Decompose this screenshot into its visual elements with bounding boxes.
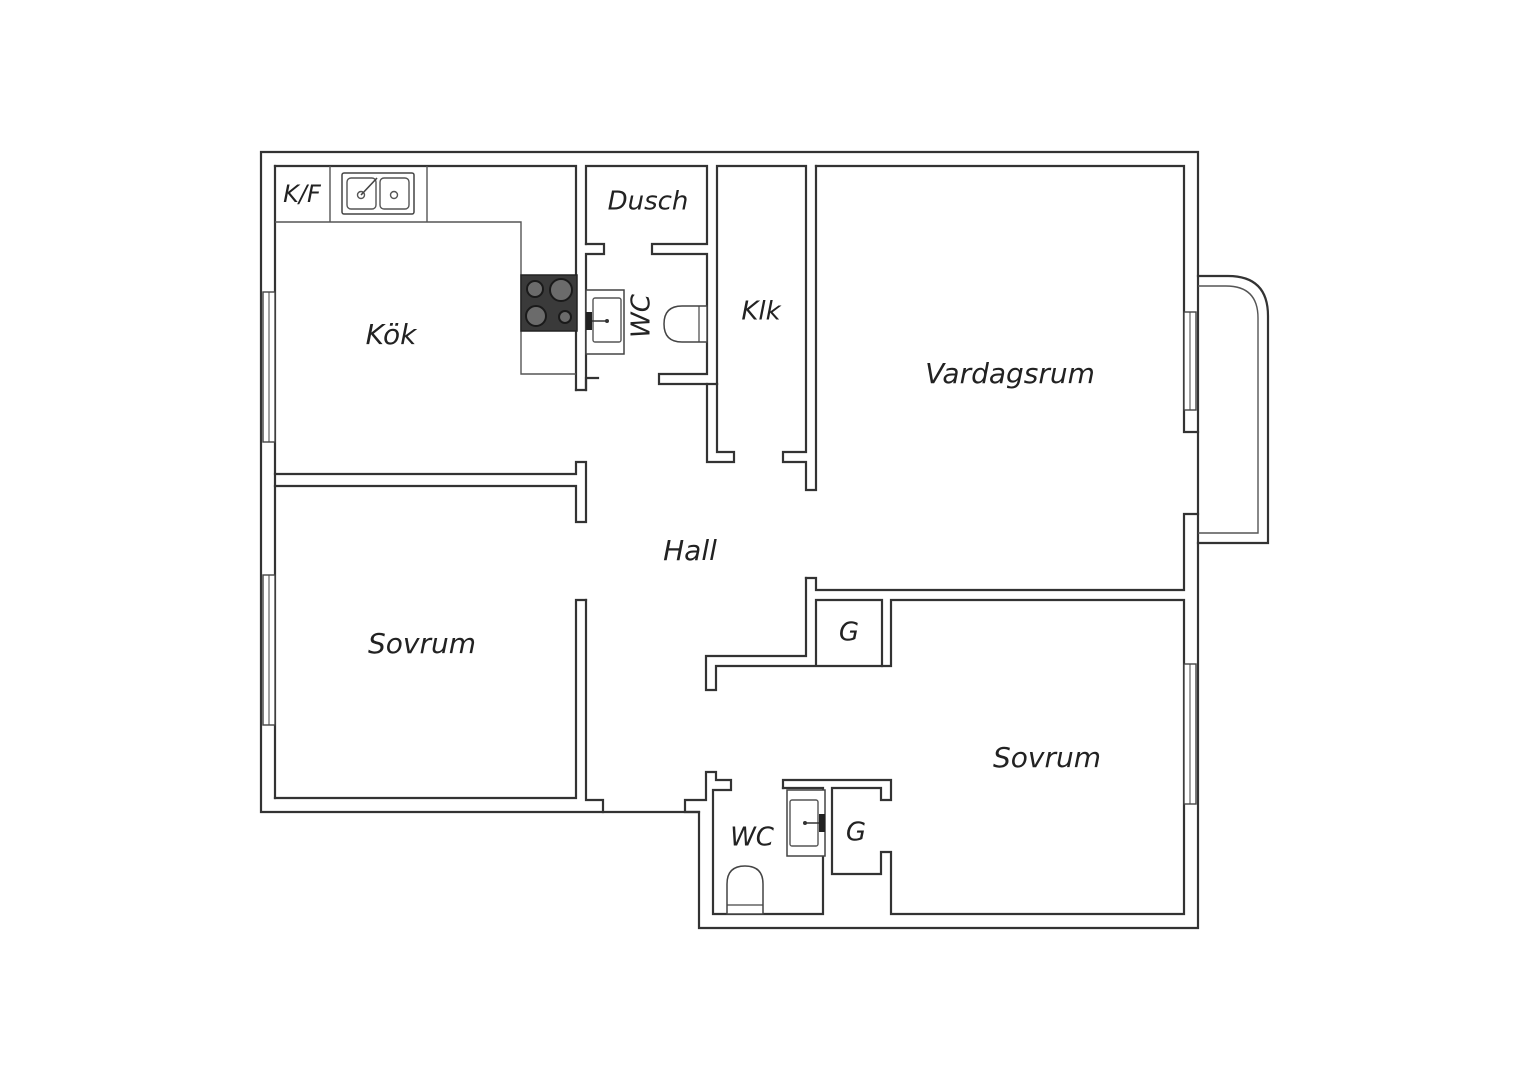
label-kitchen: Kök xyxy=(366,318,418,351)
wardrobe-upper-walls xyxy=(704,576,1186,916)
wc-upper-sink-icon xyxy=(585,289,625,355)
label-bedroom-right: Sovrum xyxy=(993,741,1101,774)
outer-walls xyxy=(259,150,1200,930)
room-labels: K/F Kök Dusch WC Klk Vardagsrum Hall Sov… xyxy=(283,180,1101,853)
wc-upper-toilet-icon xyxy=(663,305,708,343)
balcony xyxy=(1196,274,1270,545)
label-closet: Klk xyxy=(741,297,781,327)
label-living-room: Vardagsrum xyxy=(925,357,1095,390)
kitchen-walls xyxy=(273,164,600,524)
living-room-walls xyxy=(804,164,1200,592)
bathroom-lower-walls xyxy=(683,770,825,916)
label-wardrobe-lower: G xyxy=(846,818,866,848)
closet-walls xyxy=(705,164,818,492)
label-wardrobe-upper: G xyxy=(839,618,859,648)
wc-lower-sink-icon xyxy=(786,789,826,857)
label-bedroom-left: Sovrum xyxy=(368,627,476,660)
windows xyxy=(262,291,1197,805)
label-wc-upper: WC xyxy=(627,293,657,338)
label-hall: Hall xyxy=(663,534,717,567)
wc-lower-toilet-icon xyxy=(726,865,764,915)
kitchen-sink-icon xyxy=(341,172,415,215)
label-shower: Dusch xyxy=(608,187,689,217)
bedroom-left-walls xyxy=(273,598,605,814)
label-kf: K/F xyxy=(283,180,322,208)
label-wc-lower: WC xyxy=(730,823,775,853)
stove-icon xyxy=(520,274,578,332)
